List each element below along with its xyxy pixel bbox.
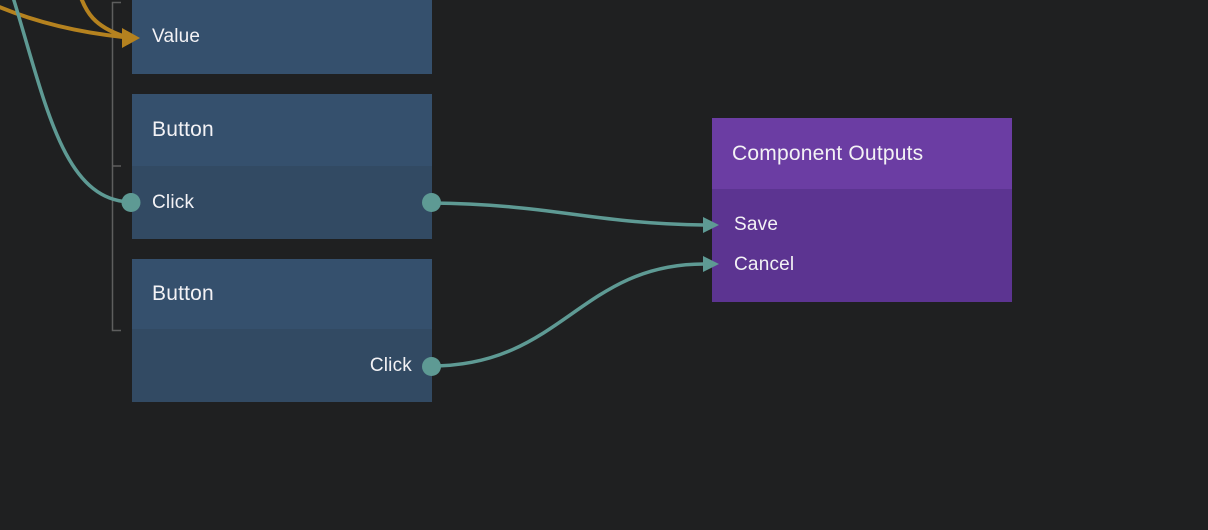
node-button-bottom[interactable]: Button Click bbox=[132, 259, 432, 402]
click-output-label: Click bbox=[152, 191, 195, 213]
node-value[interactable]: Value bbox=[132, 0, 432, 74]
edge-click-to-save[interactable] bbox=[430, 201, 705, 227]
value-input-label: Value bbox=[152, 26, 201, 47]
edge-click-to-cancel[interactable] bbox=[430, 262, 705, 368]
save-input-label: Save bbox=[734, 214, 779, 235]
edge-into-value[interactable] bbox=[0, 5, 124, 39]
cancel-input-label: Cancel bbox=[734, 254, 795, 275]
node-title: Button bbox=[152, 118, 214, 141]
cancel-input-row[interactable]: Cancel bbox=[712, 245, 1012, 285]
edge-into-click[interactable] bbox=[11, 0, 131, 204]
value-input-row[interactable]: Value bbox=[132, 0, 432, 74]
node-button-top[interactable]: Button Click bbox=[132, 94, 432, 239]
edge-into-value-2[interactable] bbox=[79, 0, 124, 38]
node-title: Component Outputs bbox=[732, 141, 924, 165]
node-header[interactable]: Button bbox=[132, 259, 432, 329]
group-guide-line bbox=[111, 1, 121, 332]
node-component-outputs[interactable]: Component Outputs Save Cancel bbox=[712, 118, 1012, 302]
save-input-row[interactable]: Save bbox=[712, 205, 1012, 245]
node-body: Save Cancel bbox=[712, 189, 1012, 302]
node-title: Button bbox=[152, 282, 214, 305]
node-header[interactable]: Component Outputs bbox=[712, 118, 1012, 189]
click-output-label: Click bbox=[369, 354, 412, 376]
node-header[interactable]: Button bbox=[132, 94, 432, 166]
click-output-row[interactable]: Click bbox=[132, 329, 432, 402]
click-output-row[interactable]: Click bbox=[132, 166, 432, 239]
